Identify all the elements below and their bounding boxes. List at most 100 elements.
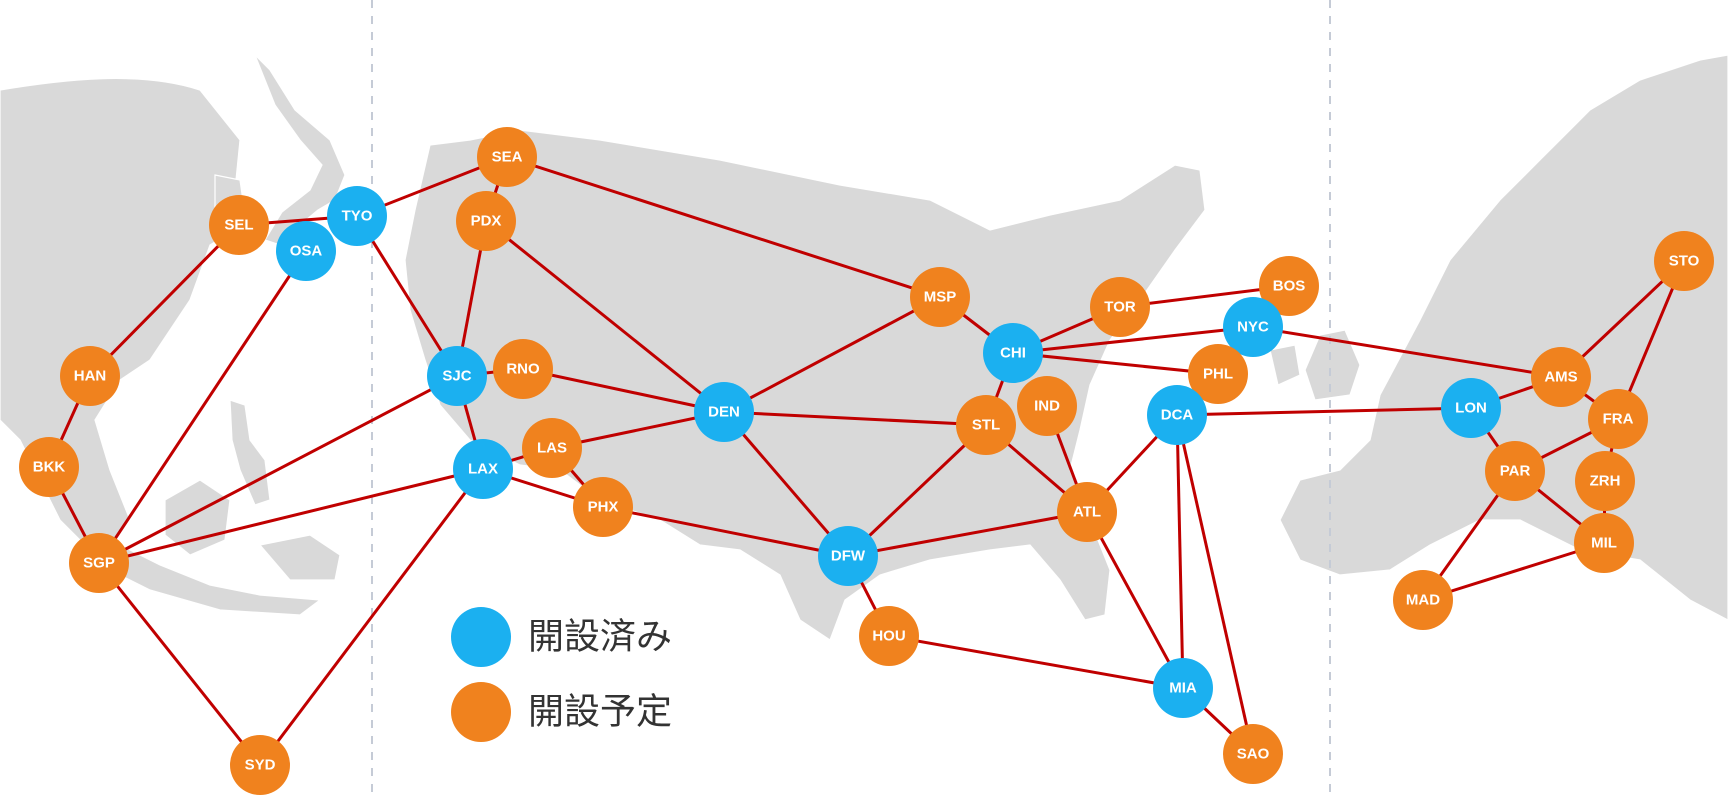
location-label: SYD xyxy=(245,757,276,774)
location-marker[interactable] xyxy=(1057,482,1117,542)
location-pdx[interactable]: PDX xyxy=(456,191,516,251)
location-sjc[interactable]: SJC xyxy=(427,346,487,406)
route-sea-msp xyxy=(506,155,941,299)
location-stl[interactable]: STL xyxy=(956,395,1016,455)
location-label: SAO xyxy=(1237,746,1270,763)
location-label: DFW xyxy=(831,548,866,565)
location-mia[interactable]: MIA xyxy=(1153,658,1213,718)
location-marker[interactable] xyxy=(1188,344,1248,404)
location-sea[interactable]: SEA xyxy=(477,127,537,187)
location-marker[interactable] xyxy=(1574,513,1634,573)
location-marker[interactable] xyxy=(1259,256,1319,316)
location-dfw[interactable]: DFW xyxy=(818,526,878,586)
location-marker[interactable] xyxy=(1017,376,1077,436)
location-lon[interactable]: LON xyxy=(1441,378,1501,438)
location-ams[interactable]: AMS xyxy=(1531,347,1591,407)
location-label: STO xyxy=(1669,253,1700,270)
location-las[interactable]: LAS xyxy=(522,418,582,478)
location-label: PHX xyxy=(588,499,619,516)
location-marker[interactable] xyxy=(1393,570,1453,630)
location-marker[interactable] xyxy=(60,346,120,406)
route-chi-phl xyxy=(1012,351,1219,376)
location-marker[interactable] xyxy=(910,267,970,327)
location-marker[interactable] xyxy=(522,418,582,478)
location-label: HOU xyxy=(872,628,905,645)
location-label: LAS xyxy=(537,440,567,457)
location-label: SJC xyxy=(442,368,471,385)
location-marker[interactable] xyxy=(1223,724,1283,784)
location-marker[interactable] xyxy=(1531,347,1591,407)
location-marker[interactable] xyxy=(19,437,79,497)
location-sao[interactable]: SAO xyxy=(1223,724,1283,784)
location-sto[interactable]: STO xyxy=(1654,231,1714,291)
location-marker[interactable] xyxy=(1441,378,1501,438)
route-den-dfw xyxy=(722,411,850,557)
location-marker[interactable] xyxy=(1153,658,1213,718)
location-marker[interactable] xyxy=(983,323,1043,383)
route-atl-mia xyxy=(1085,511,1185,689)
location-nyc[interactable]: NYC xyxy=(1223,297,1283,357)
location-dca[interactable]: DCA xyxy=(1147,385,1207,445)
location-marker[interactable] xyxy=(859,606,919,666)
location-label: TYO xyxy=(342,208,373,225)
location-marker[interactable] xyxy=(1588,389,1648,449)
route-dca-lon xyxy=(1176,406,1472,417)
route-nyc-ams xyxy=(1252,325,1562,379)
location-osa[interactable]: OSA xyxy=(276,221,336,281)
location-label: IND xyxy=(1034,398,1060,415)
location-marker[interactable] xyxy=(573,477,633,537)
location-tor[interactable]: TOR xyxy=(1090,277,1150,337)
location-tyo[interactable]: TYO xyxy=(327,186,387,246)
location-ind[interactable]: IND xyxy=(1017,376,1077,436)
location-phl[interactable]: PHL xyxy=(1188,344,1248,404)
location-marker[interactable] xyxy=(1654,231,1714,291)
location-sel[interactable]: SEL xyxy=(209,195,269,255)
location-marker[interactable] xyxy=(956,395,1016,455)
location-marker[interactable] xyxy=(1575,451,1635,511)
location-syd[interactable]: SYD xyxy=(230,735,290,795)
location-bkk[interactable]: BKK xyxy=(19,437,79,497)
location-marker[interactable] xyxy=(456,191,516,251)
location-label: SGP xyxy=(83,555,115,572)
location-atl[interactable]: ATL xyxy=(1057,482,1117,542)
location-marker[interactable] xyxy=(694,382,754,442)
location-marker[interactable] xyxy=(1090,277,1150,337)
location-han[interactable]: HAN xyxy=(60,346,120,406)
location-bos[interactable]: BOS xyxy=(1259,256,1319,316)
location-lax[interactable]: LAX xyxy=(453,439,513,499)
location-chi[interactable]: CHI xyxy=(983,323,1043,383)
location-marker[interactable] xyxy=(818,526,878,586)
location-marker[interactable] xyxy=(1147,385,1207,445)
location-msp[interactable]: MSP xyxy=(910,267,970,327)
location-marker[interactable] xyxy=(1485,441,1545,501)
location-sgp[interactable]: SGP xyxy=(69,533,129,593)
location-marker[interactable] xyxy=(276,221,336,281)
location-marker[interactable] xyxy=(493,339,553,399)
landmass-indonesia xyxy=(88,544,322,616)
location-fra[interactable]: FRA xyxy=(1588,389,1648,449)
location-label: OSA xyxy=(290,243,323,260)
location-marker[interactable] xyxy=(427,346,487,406)
location-marker[interactable] xyxy=(69,533,129,593)
landmass-uk xyxy=(1304,329,1361,401)
location-marker[interactable] xyxy=(327,186,387,246)
location-label: CHI xyxy=(1000,345,1026,362)
location-marker[interactable] xyxy=(453,439,513,499)
route-dfw-stl xyxy=(846,423,988,558)
location-hou[interactable]: HOU xyxy=(859,606,919,666)
location-par[interactable]: PAR xyxy=(1485,441,1545,501)
location-marker[interactable] xyxy=(1223,297,1283,357)
location-den[interactable]: DEN xyxy=(694,382,754,442)
location-marker[interactable] xyxy=(230,735,290,795)
location-label: LAX xyxy=(468,461,498,478)
location-mil[interactable]: MIL xyxy=(1574,513,1634,573)
location-zrh[interactable]: ZRH xyxy=(1575,451,1635,511)
location-marker[interactable] xyxy=(209,195,269,255)
location-label: PAR xyxy=(1500,463,1531,480)
location-rno[interactable]: RNO xyxy=(493,339,553,399)
location-mad[interactable]: MAD xyxy=(1393,570,1453,630)
location-label: BKK xyxy=(33,459,66,476)
location-phx[interactable]: PHX xyxy=(573,477,633,537)
location-marker[interactable] xyxy=(477,127,537,187)
